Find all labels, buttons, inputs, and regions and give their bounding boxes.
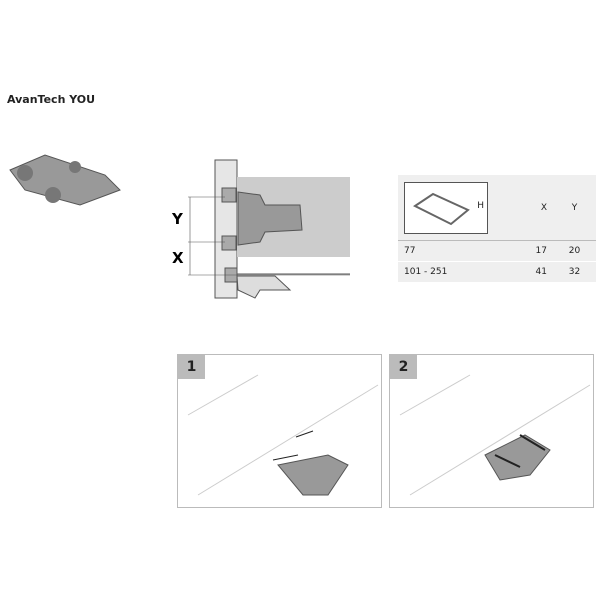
height-label: H (477, 200, 484, 211)
cell-y: 32 (553, 261, 596, 283)
drawer-icon-frame: H (404, 181, 488, 234)
drawer-height-header: H (398, 175, 510, 241)
step-2-illustration (399, 374, 591, 496)
cell-x: 17 (510, 240, 553, 262)
col-x: X (510, 175, 553, 241)
cell-height: 77 (398, 240, 510, 262)
step-number: 2 (390, 355, 417, 379)
step-number: 1 (178, 355, 205, 379)
cell-y: 20 (553, 240, 596, 262)
cell-x: 41 (510, 261, 553, 283)
step-1-illustration (187, 374, 379, 496)
y-label: Y (171, 210, 184, 228)
x-label: X (172, 249, 184, 267)
product-title: AvanTech YOU (7, 93, 96, 106)
col-y: Y (553, 175, 596, 241)
drawer-icon (413, 192, 470, 225)
dimension-diagram: Y X (171, 159, 350, 299)
product-image (9, 154, 121, 206)
step-1-panel: 1 (177, 354, 382, 508)
step-2-panel: 2 (389, 354, 594, 508)
cell-height: 101 - 251 (398, 261, 510, 283)
